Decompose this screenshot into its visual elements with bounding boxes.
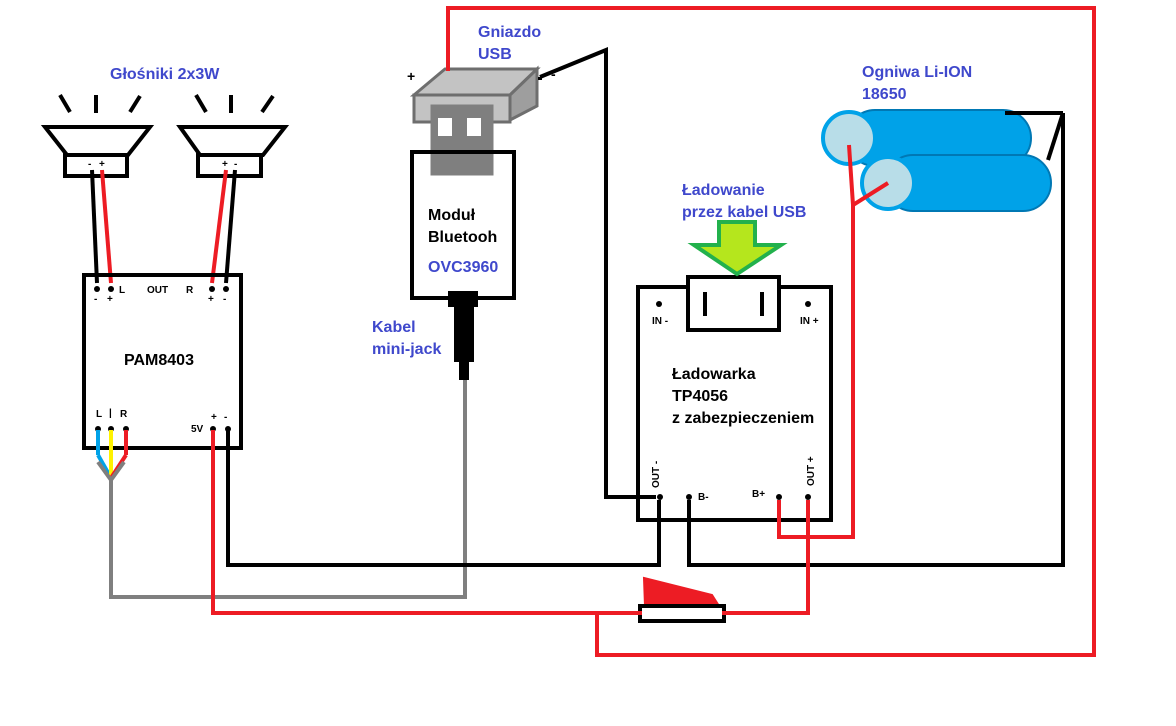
mini-jack-icon	[448, 291, 478, 380]
charger-b-minus-label: B-	[698, 492, 709, 503]
charger-in-minus-label: IN -	[652, 316, 669, 327]
charger-in-plus-label: IN +	[800, 316, 819, 327]
cells-label-line1: Ogniwa Li-ION	[862, 64, 973, 81]
charger-out-plus-label: OUT +	[806, 456, 817, 486]
amp-out-l-minus-pin: -	[94, 294, 98, 305]
speaker-right-plus-pin: +	[222, 159, 228, 170]
wiring-black	[226, 47, 1065, 567]
charger-pins	[656, 301, 811, 500]
amp-in-separator: |	[109, 408, 112, 419]
amp-out-r-plus-pin: +	[208, 294, 214, 305]
amp-5v-label: 5V	[191, 424, 204, 435]
cells-label-line2: 18650	[862, 86, 907, 103]
usb-minus-label: -	[551, 66, 556, 82]
speakers-label: Głośniki 2x3W	[110, 66, 220, 83]
jack-label-line2: mini-jack	[372, 341, 442, 358]
amp-out-label: OUT	[147, 285, 169, 296]
jack-label-line1: Kabel	[372, 319, 416, 336]
amp-in-r-label: R	[120, 409, 128, 420]
wiring-red	[211, 6, 1096, 657]
bt-label-line1: Moduł	[428, 207, 476, 224]
bt-label-line2: Bluetooh	[428, 229, 498, 246]
amp-out-l-plus-pin: +	[107, 294, 113, 305]
amp-l-label: L	[119, 285, 126, 296]
power-switch-icon	[638, 576, 726, 623]
speaker-right-icon	[176, 93, 290, 178]
micro-usb-port-icon	[686, 275, 781, 332]
speaker-wires	[90, 169, 237, 284]
charging-label-line2: przez kabel USB	[682, 204, 807, 221]
amplifier-board	[82, 273, 243, 450]
charger-out-minus-label: OUT -	[651, 460, 662, 488]
battery-cells-icon	[821, 109, 1065, 212]
amp-power-plus-pin: +	[211, 412, 217, 423]
speaker-left-icon	[40, 93, 155, 178]
charging-arrow-icon	[687, 220, 788, 277]
amp-in-l-label: L	[96, 409, 103, 420]
speaker-left-plus-pin: +	[99, 159, 105, 170]
amp-power-minus-pin: -	[224, 412, 228, 423]
amp-out-r-minus-pin: -	[223, 294, 227, 305]
charger-label-line2: TP4056	[672, 388, 729, 405]
speaker-right-minus-pin: -	[234, 159, 238, 170]
charger-b-plus-label: B+	[752, 489, 766, 500]
speaker-left-minus-pin: -	[88, 159, 92, 170]
usb-socket-icon	[409, 65, 541, 176]
audio-cable-wire	[96, 378, 467, 599]
usb-socket-label-line1: Gniazdo	[478, 24, 542, 41]
usb-plus-label: +	[407, 68, 416, 84]
amplifier-name-label: PAM8403	[124, 352, 194, 369]
amp-r-label: R	[186, 285, 194, 296]
charger-label-line3: z zabezpieczeniem	[672, 410, 815, 427]
usb-socket-label-line2: USB	[478, 46, 512, 63]
bt-model-label: OVC3960	[428, 259, 499, 276]
charging-label-line1: Ładowanie	[682, 182, 765, 199]
charger-label-line1: Ładowarka	[672, 366, 756, 383]
